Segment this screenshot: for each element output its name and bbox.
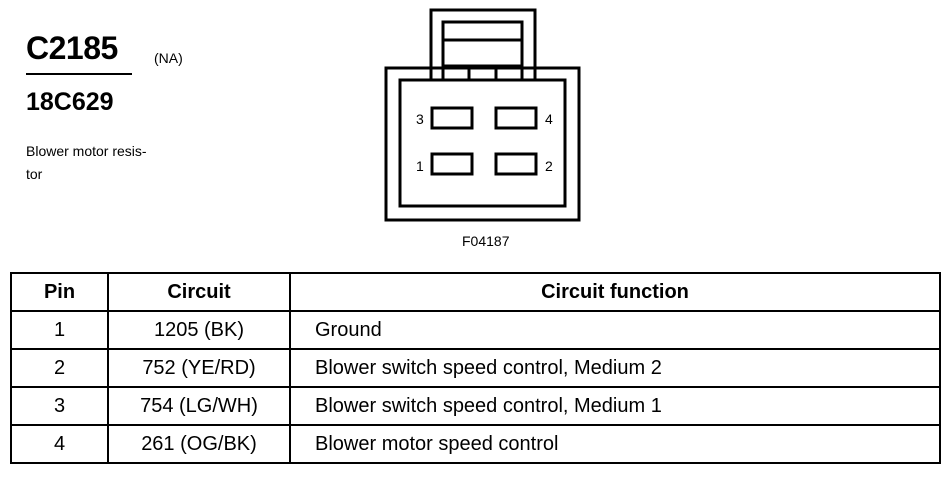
figure-id: F04187 [462,233,510,249]
header-circuit-function: Circuit function [289,272,941,312]
cell-circuit: 1205 (BK) [107,310,291,350]
pin-label-3: 3 [416,111,424,127]
connector-id: C2185 [26,30,118,66]
table-row: 2 752 (YE/RD) Blower switch speed contro… [10,348,941,388]
part-number: 18C629 [26,88,114,116]
table-header-row: Pin Circuit Circuit function [10,272,941,312]
region-tag: (NA) [154,50,183,66]
cell-circuit: 261 (OG/BK) [107,424,291,464]
pin-label-1: 1 [416,158,424,174]
cell-pin: 1 [10,310,109,350]
terminal-1 [430,152,474,176]
terminal-2 [494,152,538,176]
connector-description: Blower motor resis- tor [26,143,147,182]
cell-function: Blower motor speed control [289,424,941,464]
cell-pin: 2 [10,348,109,388]
pinout-table: Pin Circuit Circuit function 1 1205 (BK)… [10,272,941,464]
cell-function: Blower switch speed control, Medium 2 [289,348,941,388]
pin-label-2: 2 [545,158,553,174]
cell-pin: 4 [10,424,109,464]
locking-tab-inner [441,20,524,80]
cell-function: Blower switch speed control, Medium 1 [289,386,941,426]
cell-circuit: 754 (LG/WH) [107,386,291,426]
table-row: 1 1205 (BK) Ground [10,310,941,350]
table-row: 3 754 (LG/WH) Blower switch speed contro… [10,386,941,426]
connector-housing [384,66,581,222]
cell-circuit: 752 (YE/RD) [107,348,291,388]
header-pin: Pin [10,272,109,312]
table-row: 4 261 (OG/BK) Blower motor speed control [10,424,941,464]
connector-face-diagram: 3 4 1 2 [384,8,581,222]
cell-function: Ground [289,310,941,350]
terminal-4 [494,106,538,130]
pin-label-4: 4 [545,111,553,127]
cell-pin: 3 [10,386,109,426]
header-circuit: Circuit [107,272,291,312]
connector-inner-frame [398,78,567,208]
connector-id-underline [26,73,132,75]
locking-tab [429,8,537,80]
terminal-3 [430,106,474,130]
